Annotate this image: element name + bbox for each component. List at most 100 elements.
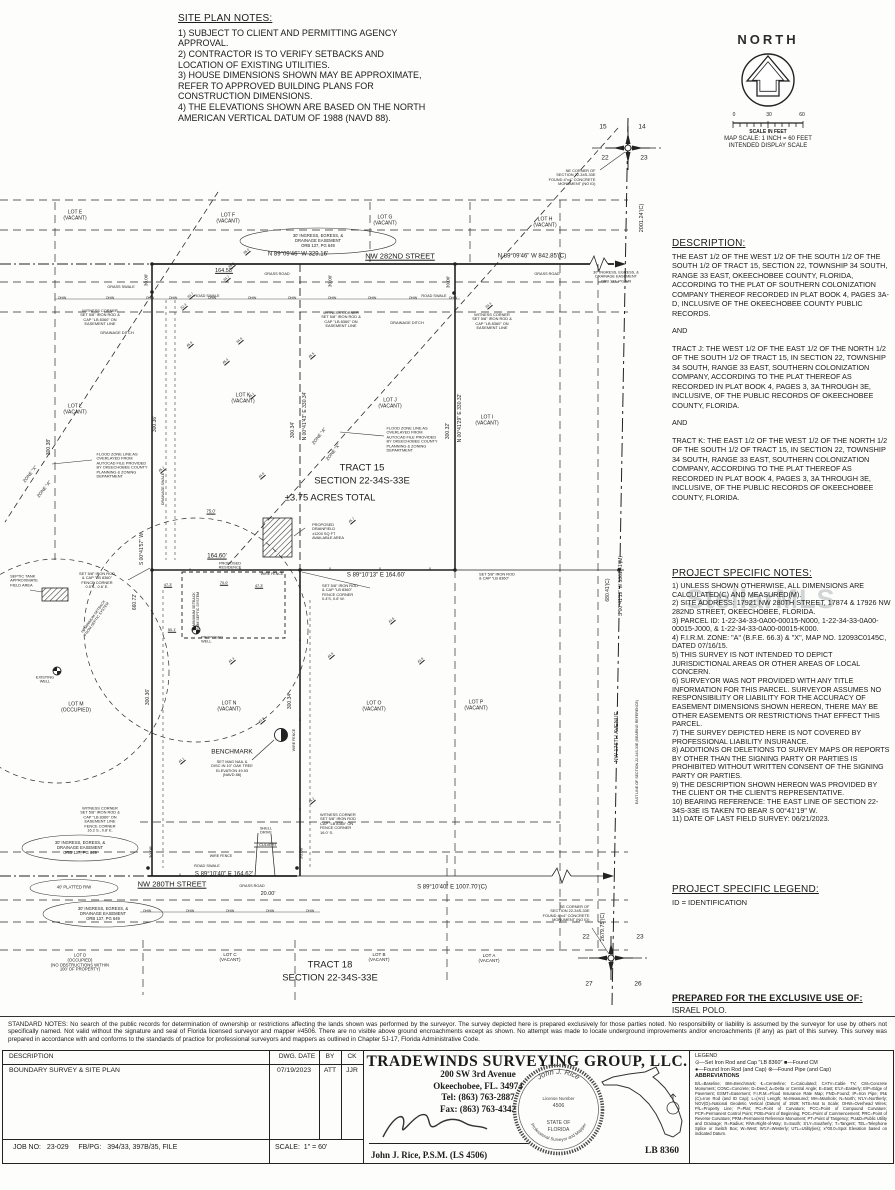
drawing-label: DRAINAGE DITCH	[100, 329, 134, 335]
drawing-label: WIRE FENCE	[209, 853, 233, 858]
project-note-line: 3) PARCEL ID: 1-22-34-33-0A00-00015-N000…	[672, 615, 879, 634]
site-plan-note-line: 4) THE ELEVATIONS SHOWN ARE BASED ON THE…	[178, 102, 426, 113]
watermark: StellarMLS	[686, 584, 836, 614]
drawing-label: x	[179, 871, 181, 877]
project-note-line: 1) UNLESS SHOWN OTHERWISE, ALL DIMENSION…	[672, 581, 865, 599]
drawing-label: NE CORNER OF SECTION 22-34S-33E FOUND 4"…	[548, 168, 596, 187]
drawing-label: OHW	[408, 296, 418, 301]
tb-divider	[269, 1051, 270, 1139]
drawing-label: PROPOSED WELL	[200, 634, 224, 644]
drawing-label: OHW	[185, 909, 195, 914]
site-plan-note-line: CONSTRUCTION DIMENSIONS.	[178, 91, 313, 102]
drawing-label: ROAD SWALE	[194, 862, 220, 868]
ohw-lines	[55, 298, 460, 913]
drawing-label: 300.34'	[287, 692, 294, 710]
seal-state-1: STATE OF	[547, 1120, 571, 1126]
drawing-label: WITNESS CORNER SET 5/8" IRON ROD & CAP "…	[472, 312, 512, 331]
seal-license-no: 4506	[553, 1103, 565, 1109]
drawing-label: 30.00'	[298, 846, 304, 860]
drawing-label: 2679.75'(C)	[599, 912, 606, 942]
drawing-label: 44.1	[177, 756, 186, 764]
drawing-label: OHW	[145, 296, 155, 301]
signature-icon	[382, 1113, 488, 1138]
surveyor-name: John J. Rice, P.S.M. (LS 4506)	[371, 1145, 487, 1163]
drawing-label: OHW	[57, 296, 67, 301]
swale-lines	[162, 300, 311, 868]
drawing-label: 26	[634, 980, 642, 988]
drawing-label: 47.3'	[163, 581, 173, 587]
company-tel: Tel: (863) 763-2887	[441, 1092, 515, 1103]
drawing-label: EXISTING WELL	[35, 674, 55, 684]
drawing-label: 30' INGRESS, EGRESS, & DRAINAGE EASEMENT…	[77, 905, 129, 921]
signature-rule	[369, 1143, 529, 1144]
drawing-label: 300.34'	[290, 421, 297, 439]
prepared-for-section: PREPARED FOR THE EXCLUSIVE USE OF: ISRAE…	[672, 993, 892, 1015]
drawing-label: LOT C (VACANT)	[219, 951, 241, 962]
tb-scale-row: SCALE: 1" = 60'	[275, 1144, 327, 1151]
company-block: TRADEWINDS SURVEYING GROUP, LLC.	[365, 1053, 689, 1071]
drawing-label: S 00°41'19" W 5361.41'(M)	[618, 555, 625, 617]
drawing-label: SHELL DRIVE	[259, 825, 273, 835]
lb-number: LB 8360	[645, 1146, 680, 1156]
drawing-label: S 89°10'40" E 1007.70'(C)	[417, 884, 487, 891]
scale-bar-icon	[732, 121, 804, 128]
project-notes-lines: 1) UNLESS SHOWN OTHERWISE, ALL DIMENSION…	[672, 581, 892, 824]
drawing-label: SET MAG NAIL & DISC IN 10" OAK TREE ELEV…	[211, 759, 253, 778]
drawing-label: 45.4	[221, 357, 230, 365]
drawing-label: LOT F (VACANT)	[216, 212, 240, 224]
drawing-label: 45.1	[247, 391, 256, 399]
drawing-label: CULVERT	[259, 841, 277, 847]
drawing-label: NW 280TH STREET	[137, 879, 207, 889]
drawing-label: WIRE FENCE	[260, 571, 284, 576]
drawing-label: x	[329, 565, 331, 571]
drawing-label: x	[299, 716, 301, 722]
drawing-label: BENCHMARK	[211, 748, 253, 756]
corner-markers	[146, 262, 621, 870]
prepared-for-name: ISRAEL POLO.	[672, 1006, 727, 1015]
drawing-label: LOT L (VACANT)	[63, 403, 87, 415]
company-address: 200 SW 3rd Avenue	[440, 1069, 516, 1079]
drawing-label: SECTION 22-34S-33E	[282, 972, 378, 984]
drawing-label: x	[379, 565, 381, 571]
company-fax: Fax: (863) 763-4342	[440, 1104, 516, 1115]
description-paragraph: TRACT J: THE WEST 1/2 OF THE EAST 1/2 OF…	[672, 343, 886, 410]
drawing-label: 75' MINIMUM SETBACK FROM SEPTIC SYSTEM	[80, 599, 110, 637]
tb-fb-label: FB/PG:	[78, 1144, 102, 1151]
legend-line-2: ●—Found Iron Rod (and Cap) ⊗—Found Pipe …	[695, 1066, 832, 1073]
drawing-label: 15	[599, 123, 607, 131]
ne-corner-monument	[606, 126, 650, 170]
drawing-label: SET 5/8" IRON ROD & CAP "LB 8360" FENCE …	[322, 583, 358, 602]
project-notes-title: PROJECT SPECIFIC NOTES:	[672, 568, 812, 579]
site-plan-notes-lines: 1) SUBJECT TO CLIENT AND PERMITTING AGEN…	[178, 28, 478, 123]
drawing-label: LOT H (VACANT)	[533, 216, 557, 228]
drawing-label: LOT A (VACANT)	[478, 952, 500, 963]
description-paragraph: AND	[672, 418, 688, 428]
drawing-label: 70.0'	[219, 579, 229, 585]
drawing-label: 30' INGRESS, EGRESS, & DRAINAGE EASEMENT…	[593, 270, 639, 284]
drawing-label: x	[239, 566, 241, 572]
setback-circles	[0, 517, 309, 784]
drawing-label: x	[299, 636, 301, 642]
drawing-label: GRASS ROAD	[239, 883, 265, 888]
drawing-label: OHW	[225, 909, 235, 914]
north-label: NORTH	[737, 32, 799, 47]
drawing-label: 43.6	[387, 616, 396, 624]
drawing-label: SET 5/8" IRON ROD & CAP "LB 8360"	[479, 571, 515, 581]
project-note-line: 11) DATE OF LAST FIELD SURVEY: 06/21/202…	[672, 814, 830, 824]
drawing-label: LOT O (VACANT)	[362, 700, 386, 712]
arrowhead-east-top	[615, 260, 626, 268]
drawing-label: 30.00'	[148, 845, 154, 859]
drawing-label: FLOOD ZONE LINE AS OVERLAYED FROM AUTOCA…	[96, 451, 148, 479]
drawing-label: LOT J (VACANT)	[378, 397, 402, 409]
drawing-label: 23	[640, 154, 648, 162]
benchmark-symbol	[251, 728, 288, 761]
drawing-label: 27	[585, 980, 593, 988]
site-plan-note-line: AMERICAN VERTICAL DATUM OF 1988 (NAVD 88…	[178, 112, 391, 123]
seal-state-2: FLORIDA	[548, 1127, 570, 1133]
description-section: DESCRIPTION: THE EAST 1/2 OF THE WEST 1/…	[672, 238, 892, 510]
project-note-line: 6) SURVEYOR WAS NOT PROVIDED WITH ANY TI…	[672, 676, 882, 729]
drawing-label: 300.32'	[445, 422, 452, 440]
proposed-well-symbol	[191, 625, 201, 635]
